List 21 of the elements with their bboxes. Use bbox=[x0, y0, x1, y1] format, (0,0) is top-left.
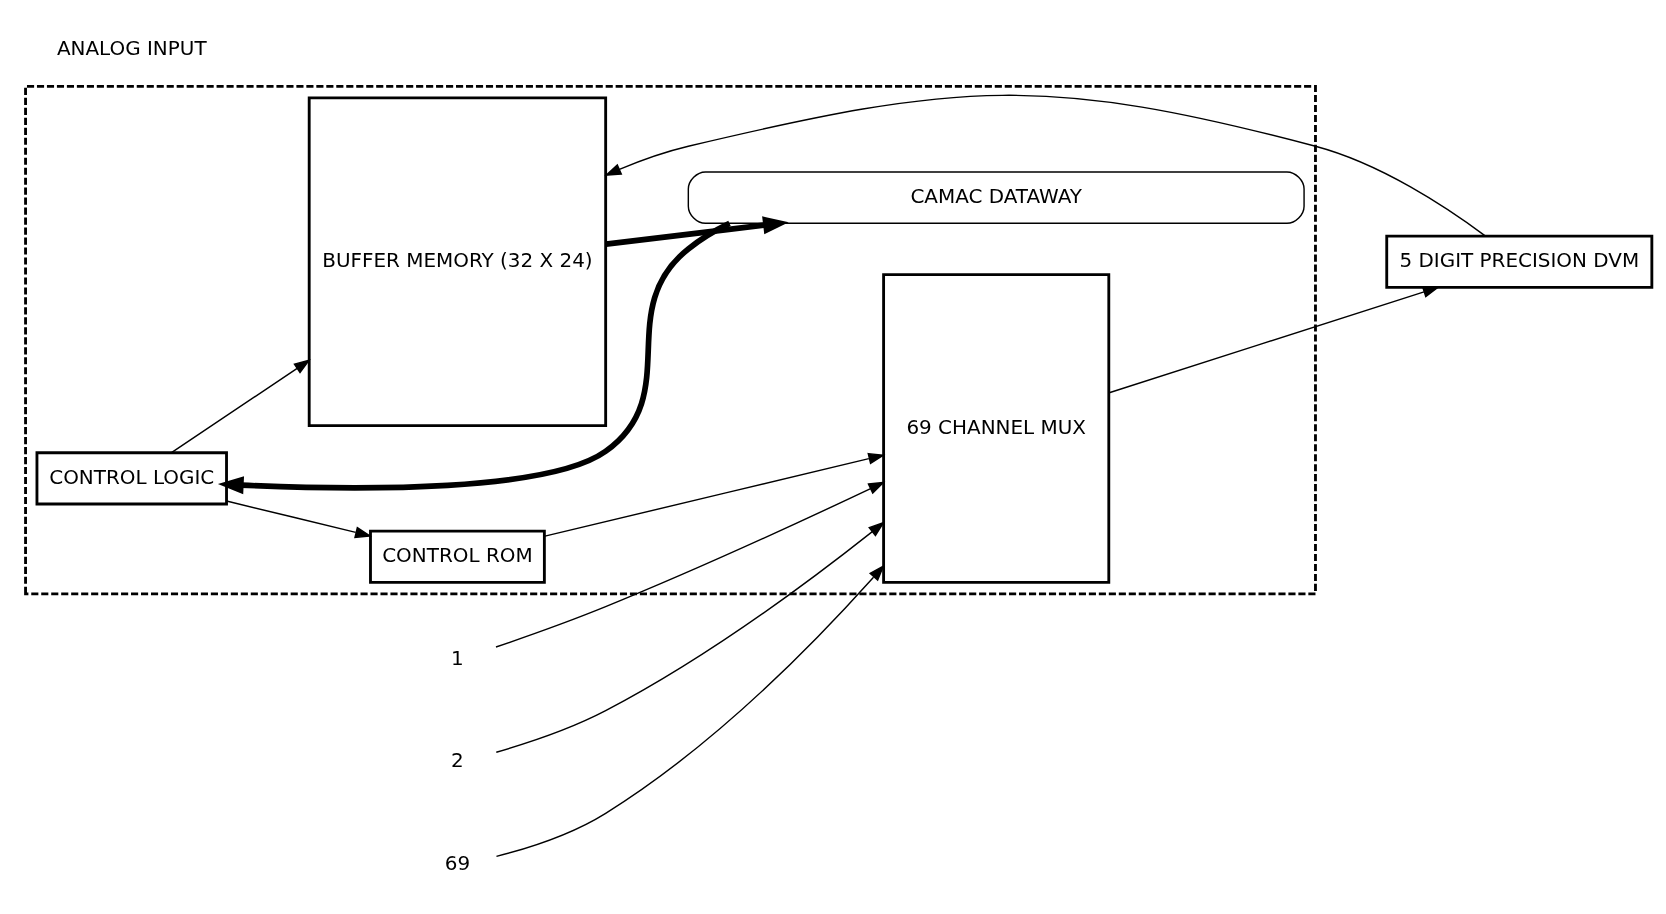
arrow bbox=[605, 216, 789, 247]
node-text: 69 bbox=[444, 850, 471, 875]
node-box: 5 DIGIT PRECISION DVM bbox=[1385, 234, 1654, 289]
node-box: BUFFER MEMORY (32 X 24) bbox=[307, 96, 608, 428]
arrow bbox=[495, 564, 885, 858]
arrow bbox=[544, 452, 886, 537]
arrow bbox=[217, 220, 731, 495]
node-box: CONTROL ROM bbox=[369, 529, 546, 584]
node-box: 69 CHANNEL MUX bbox=[882, 273, 1111, 584]
node-box: CAMAC DATAWAY bbox=[687, 171, 1305, 224]
node-box: CONTROL LOGIC bbox=[35, 451, 228, 506]
arrow bbox=[1108, 286, 1440, 394]
arrow bbox=[604, 94, 1486, 237]
arrow bbox=[495, 521, 886, 753]
node-text: 2 bbox=[451, 748, 464, 773]
arrow bbox=[495, 481, 886, 648]
cluster bbox=[24, 85, 1317, 596]
node-text: 1 bbox=[451, 645, 464, 670]
label: ANALOG INPUT bbox=[56, 35, 207, 60]
arrow bbox=[225, 500, 373, 539]
arrow bbox=[170, 359, 311, 454]
